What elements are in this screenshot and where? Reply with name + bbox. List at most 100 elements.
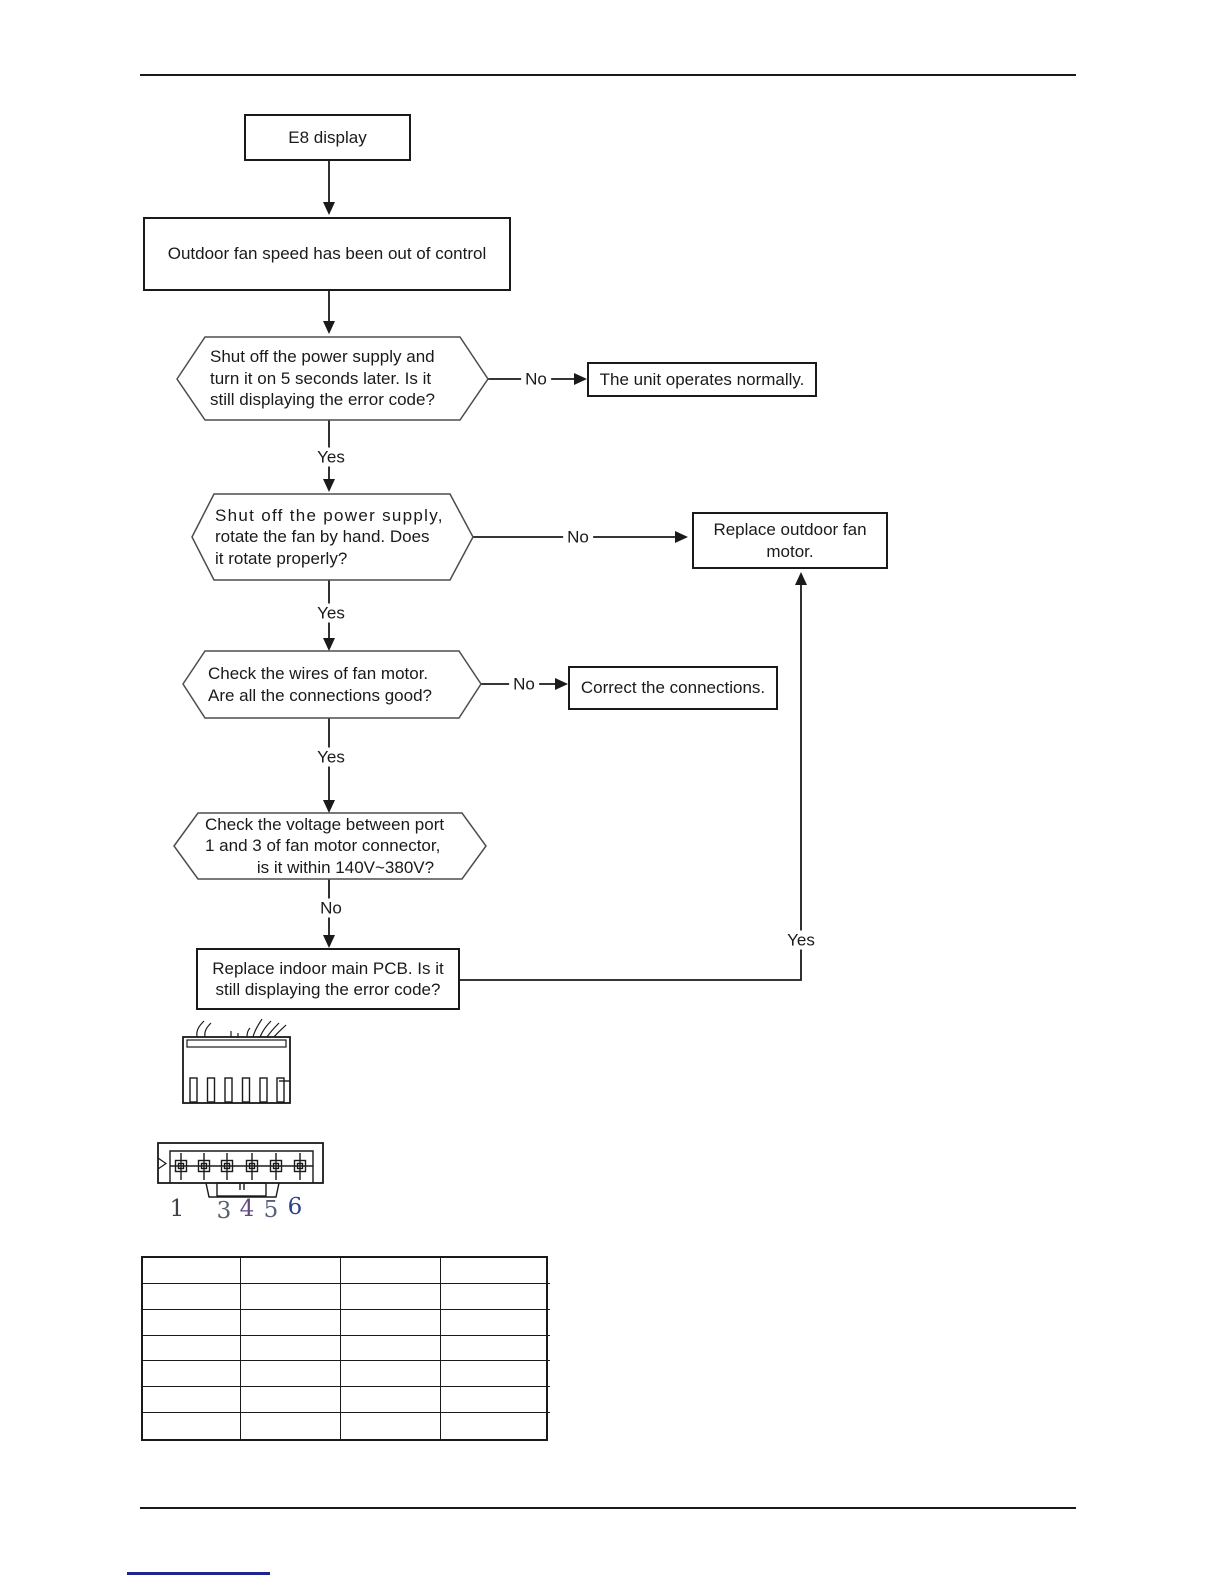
connector-voltage-table	[141, 1256, 550, 1441]
pin-label-1: 1	[169, 1196, 185, 1222]
decision-q4-text: Check the voltage between port 1 and 3 o…	[174, 813, 486, 879]
statement-box: Outdoor fan speed has been out of contro…	[143, 217, 511, 291]
table-cell	[441, 1310, 550, 1336]
decision-hexagon-q1	[176, 336, 489, 421]
fan-motor-connector-side-view	[182, 1018, 291, 1104]
table-cell	[441, 1387, 550, 1414]
unit-normal-label: The unit operates normally.	[599, 369, 805, 389]
pin-label-4: 4	[239, 1196, 255, 1222]
arrowhead	[323, 479, 335, 492]
edge-label-yes: Yes	[783, 930, 819, 950]
decision-hexagon-q3	[182, 650, 482, 719]
table-cell	[341, 1413, 441, 1439]
start-box: E8 display	[244, 114, 411, 161]
table-cell	[241, 1335, 341, 1362]
arrowhead	[555, 678, 568, 690]
start-label: E8 display	[288, 127, 367, 147]
pin-label-5: 5	[263, 1197, 279, 1223]
replace-pcb-box: Replace indoor main PCB. Is it still disp…	[196, 948, 460, 1010]
arrowhead	[795, 572, 807, 585]
q4-line2: 1 and 3 of fan motor connector,	[205, 836, 441, 856]
table-cell	[241, 1283, 341, 1310]
edge-label-yes: Yes	[313, 603, 349, 623]
table-cell	[441, 1413, 550, 1439]
table-cell	[143, 1283, 241, 1310]
replace-pcb-label: Replace indoor main PCB. Is it still disp…	[212, 958, 444, 1001]
replace-pcb-line1: Replace indoor main PCB. Is it	[212, 958, 444, 978]
arrow-pcb-yes-feedback	[460, 584, 802, 981]
table-cell	[341, 1387, 441, 1414]
fan-motor-connector-pin-view	[157, 1142, 324, 1198]
decision-q2-text: Shut off the power supply, rotate the fa…	[192, 494, 473, 580]
replace-fan-line1: Replace outdoor fan	[713, 520, 867, 539]
connector-slots	[189, 1077, 290, 1103]
page-bottom-rule	[140, 1507, 1076, 1509]
table-cell	[341, 1335, 441, 1362]
q4-line1: Check the voltage between port	[205, 814, 445, 834]
footer-link-underline	[127, 1572, 270, 1575]
table-cell	[241, 1361, 341, 1388]
table-cell	[143, 1413, 241, 1439]
q2-line3: it rotate properly?	[215, 548, 348, 568]
arrowhead	[323, 202, 335, 215]
replace-fan-line2: motor.	[766, 541, 814, 561]
table-cell	[143, 1258, 241, 1284]
table-cell	[143, 1387, 241, 1414]
pin-label-6: 6	[287, 1194, 303, 1220]
edge-label-no: No	[509, 674, 539, 694]
q3-line1: Check the wires of fan motor.	[208, 664, 429, 683]
table-cell	[241, 1309, 341, 1336]
connector-pins	[174, 1153, 307, 1180]
arrowhead	[323, 800, 335, 813]
correct-connections-box: Correct the connections.	[568, 666, 778, 710]
replace-pcb-line2: still displaying the error code?	[215, 980, 441, 999]
table-cell	[341, 1361, 441, 1388]
decision-hexagon-q4	[173, 812, 487, 880]
table-cell	[441, 1258, 550, 1284]
connector-keying-tab	[205, 1182, 280, 1198]
q4-line3: is it within 140V~380V?	[256, 857, 435, 877]
edge-label-no: No	[521, 369, 551, 389]
arrowheads	[323, 202, 807, 948]
arrowhead	[574, 373, 587, 385]
q2-line1: Shut off the power supply,	[215, 505, 444, 525]
decision-q1-text: Shut off the power supply and turn it on…	[177, 337, 488, 420]
statement-label: Outdoor fan speed has been out of contro…	[167, 244, 487, 264]
table-cell	[341, 1309, 441, 1336]
edge-label-no: No	[563, 527, 593, 547]
unit-normal-box: The unit operates normally.	[587, 362, 817, 397]
decision-hexagon-q2	[191, 493, 474, 581]
decision-shapes	[173, 336, 489, 880]
table-cell	[441, 1284, 550, 1310]
table-cell	[441, 1336, 550, 1362]
arrowhead	[675, 531, 688, 543]
q3-line2: Are all the connections good?	[208, 685, 432, 705]
correct-connections-label: Correct the connections.	[580, 678, 766, 698]
pin-label-3: 3	[216, 1198, 232, 1224]
q1-line3: still displaying the error code?	[210, 390, 435, 410]
edge-label-yes: Yes	[313, 447, 349, 467]
arrowhead	[323, 935, 335, 948]
q2-line2: rotate the fan by hand. Does	[215, 527, 430, 547]
table-cell	[441, 1361, 550, 1388]
table-cell	[241, 1387, 341, 1414]
table-cell	[143, 1361, 241, 1388]
decision-q3-text: Check the wires of fan motor. Are all th…	[183, 651, 481, 718]
table-cell	[241, 1413, 341, 1439]
edge-label-yes: Yes	[313, 747, 349, 767]
replace-fan-motor-label: Replace outdoor fan motor.	[713, 519, 866, 562]
table-cell	[143, 1335, 241, 1362]
table-cell	[241, 1258, 341, 1284]
edge-label-no: No	[316, 898, 346, 918]
table-cell	[341, 1258, 441, 1284]
arrowhead	[323, 638, 335, 651]
connector-wires	[196, 1018, 287, 1038]
q1-line1: Shut off the power supply and	[210, 347, 435, 367]
table-cell	[143, 1309, 241, 1336]
table-cell	[341, 1283, 441, 1310]
q1-line2: turn it on 5 seconds later. Is it	[210, 368, 432, 388]
replace-fan-motor-box: Replace outdoor fan motor.	[692, 512, 888, 569]
arrowhead	[323, 321, 335, 334]
